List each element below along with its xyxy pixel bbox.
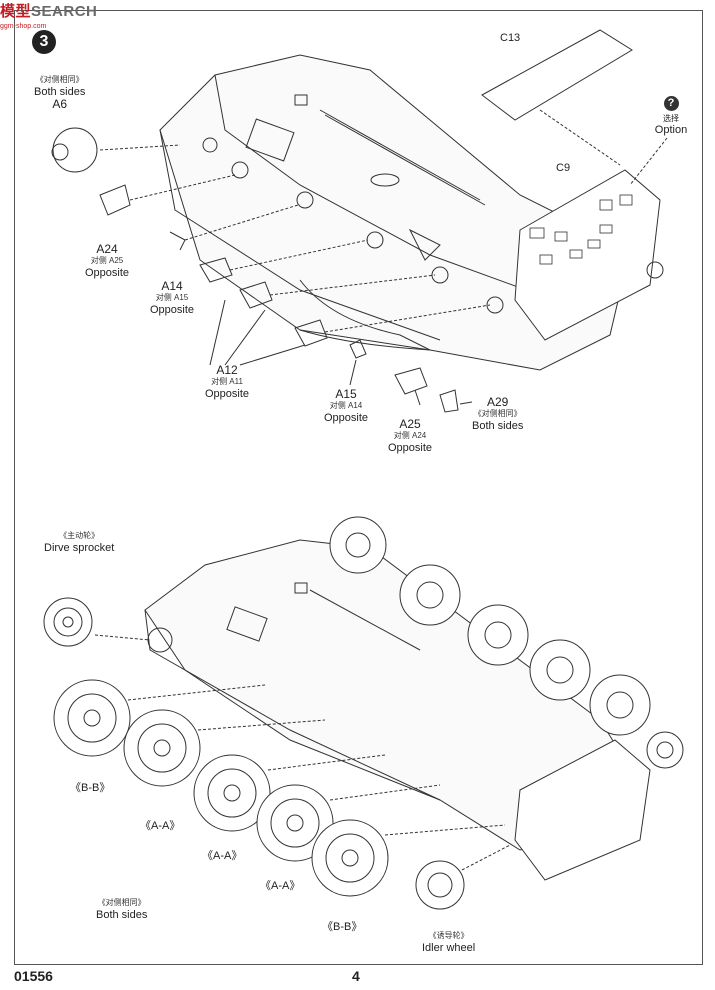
product-code: 01556	[14, 968, 53, 984]
label-a15: A15 对侧 A14 Opposite	[324, 387, 369, 424]
label-c13: C13	[500, 32, 521, 44]
label-wheel-2: 《A-A》	[140, 820, 181, 832]
label-wheel-4: 《A-A》	[260, 880, 301, 892]
label-a6: 《对侧相同》 Both sides A6	[34, 75, 86, 111]
label-a29: A29 《对侧相同》 Both sides	[472, 395, 524, 432]
question-icon: ?	[663, 96, 679, 111]
drive-sprocket-drawing	[43, 597, 93, 647]
label-idler-wheel: 《诱导轮》 Idler wheel	[422, 931, 476, 954]
label-a14: A14 对侧 A15 Opposite	[150, 279, 195, 316]
label-both-sides-bottom: 《对侧相同》 Both sides	[96, 898, 148, 921]
label-wheel-3: 《A-A》	[202, 850, 243, 862]
loose-road-wheels	[53, 679, 389, 897]
option-marker: ? 选择 Option	[654, 96, 688, 136]
label-a24: A24 对侧 A25 Opposite	[85, 242, 130, 279]
page-frame	[14, 10, 703, 965]
label-c9: C9	[556, 162, 571, 174]
label-drive-sprocket: 《主动轮》 Dirve sprocket	[44, 531, 115, 554]
upper-hull-drawing	[51, 29, 668, 413]
lower-hull-drawing	[43, 516, 684, 910]
step-number-badge: 3	[32, 30, 56, 54]
label-a12: A12 对侧 A11 Opposite	[205, 363, 250, 400]
idler-wheel-drawing	[415, 860, 465, 910]
watermark-logo: 模型SEARCH ggm-shop.com	[0, 3, 98, 30]
page-number: 4	[352, 968, 360, 984]
label-wheel-5: 《B-B》	[322, 921, 363, 933]
label-wheel-1: 《B-B》	[70, 782, 111, 794]
label-a25: A25 对侧 A24 Opposite	[388, 417, 433, 454]
